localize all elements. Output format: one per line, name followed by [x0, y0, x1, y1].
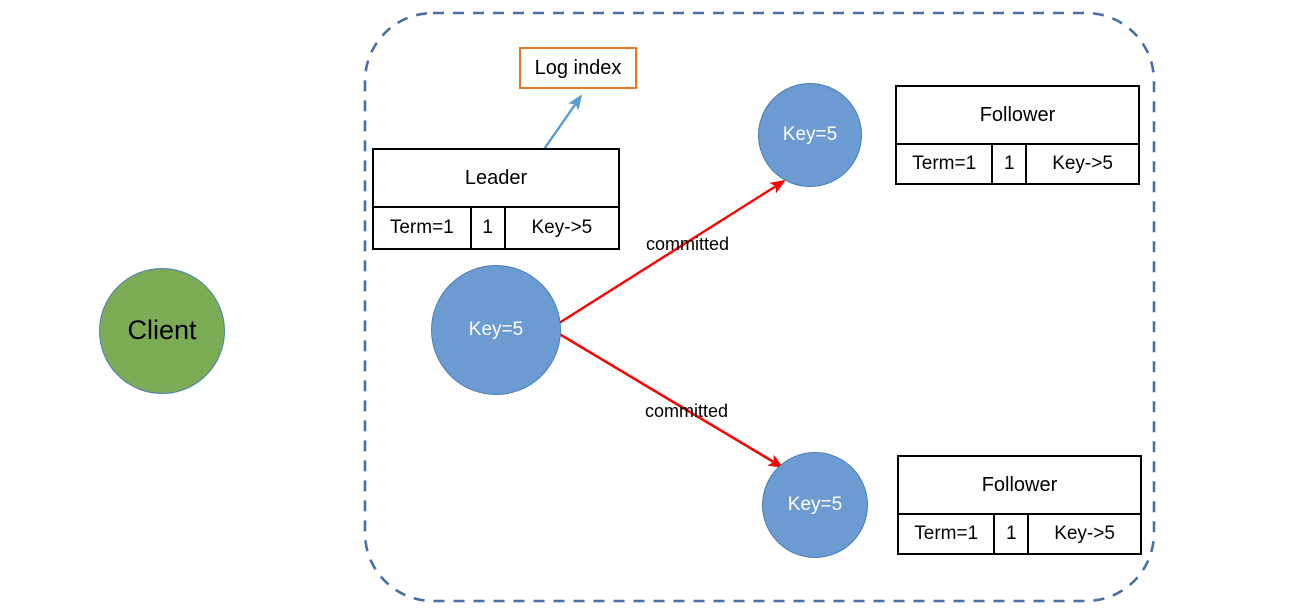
follower-1-cell-term: Term=1 [897, 145, 994, 183]
follower-2-log-entry-row: Term=1 1 Key->5 [899, 515, 1140, 553]
follower-2-table-title: Follower [899, 457, 1140, 515]
follower-2-node-label: Key=5 [787, 493, 843, 515]
follower-1-node[interactable]: Key=5 [758, 83, 862, 187]
log-index-callout-label: Log index [534, 56, 622, 79]
leader-cell-entry: Key->5 [531, 217, 593, 238]
follower-2-cell-index: 1 [995, 515, 1030, 553]
follower-2-cell-entry: Key->5 [1054, 523, 1115, 544]
edge-leader-to-follower-2-arrow [555, 330, 784, 469]
follower-1-log-entry-row: Term=1 1 Key->5 [897, 145, 1138, 183]
edge-leader-to-follower-1 [555, 179, 786, 327]
client-node-label: Client [127, 315, 197, 346]
client-node[interactable]: Client [99, 268, 225, 394]
follower-2-log-table: Follower Term=1 1 Key->5 [897, 455, 1142, 555]
follower-1-cell-index: 1 [993, 145, 1028, 183]
cluster-boundary [363, 11, 1156, 603]
follower-1-log-table: Follower Term=1 1 Key->5 [895, 85, 1140, 185]
leader-log-entry-row: Term=1 1 Key->5 [374, 208, 618, 248]
follower-2-node[interactable]: Key=5 [762, 452, 868, 558]
follower-1-node-label: Key=5 [782, 123, 838, 145]
leader-cell-term: Term=1 [374, 208, 472, 248]
leader-cell-index: 1 [472, 208, 506, 248]
edge-label-committed-1: committed [646, 234, 730, 254]
follower-2-cell-term: Term=1 [899, 515, 996, 553]
leader-node-label: Key=5 [468, 318, 524, 340]
leader-table-title: Leader [374, 150, 618, 208]
leader-log-table: Leader Term=1 1 Key->5 [372, 148, 620, 250]
follower-1-table-title: Follower [897, 87, 1138, 145]
edge-label-committed-2: committed [645, 401, 729, 421]
log-index-callout: Log index [519, 47, 637, 89]
follower-1-cell-entry: Key->5 [1052, 153, 1113, 174]
leader-node[interactable]: Key=5 [431, 265, 561, 395]
